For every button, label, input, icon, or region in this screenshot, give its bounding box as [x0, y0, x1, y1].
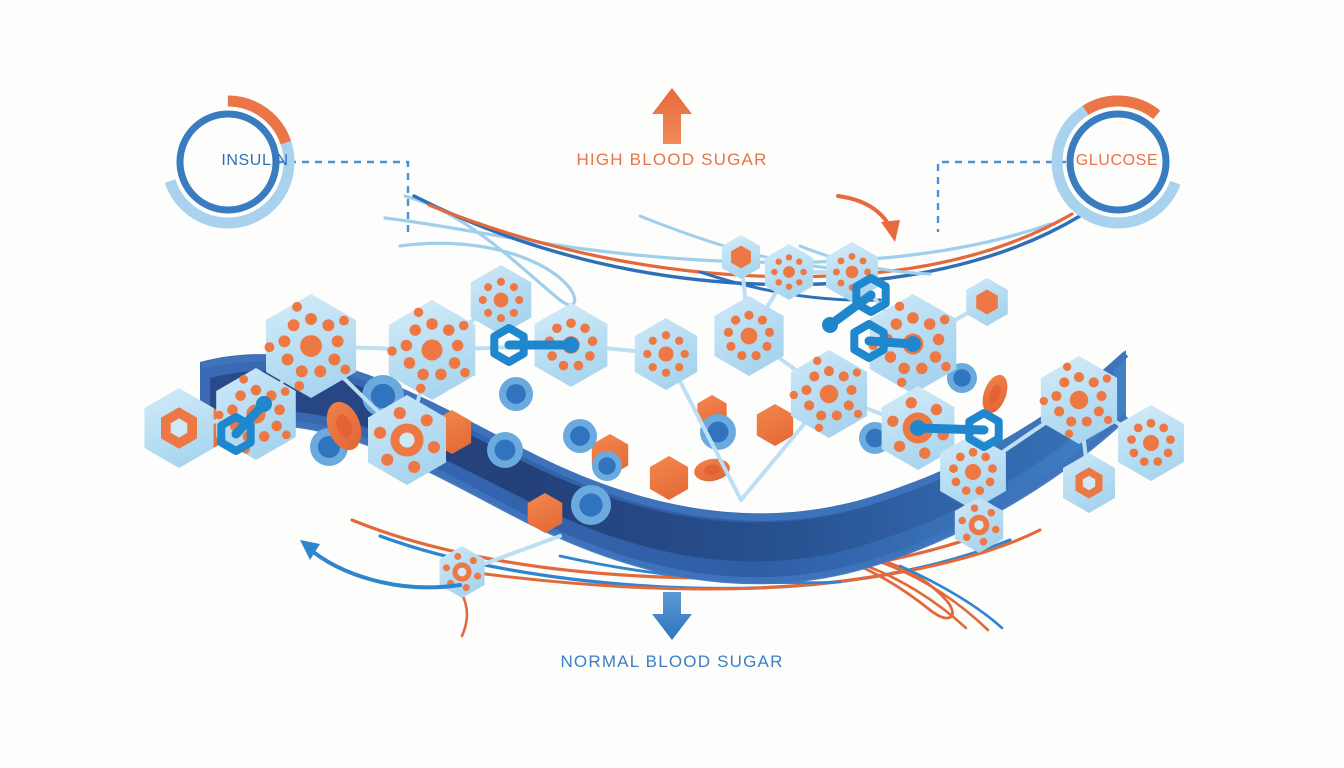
insulin-receptor-key — [822, 274, 890, 333]
insulin-receptor-key — [850, 320, 921, 362]
release-arrow-left — [300, 540, 462, 590]
insulin-badge-label: INSULIN — [221, 152, 289, 169]
cell — [789, 350, 868, 438]
cell — [940, 434, 1006, 510]
blood-vessel — [199, 350, 1129, 585]
insulin-receptor-key — [910, 409, 1003, 451]
cell — [439, 546, 485, 598]
cell — [387, 300, 476, 400]
cell — [368, 395, 446, 485]
insulin-receptor-key — [490, 324, 579, 366]
insulin-receptor-key — [217, 396, 272, 455]
blood-cell — [947, 363, 977, 393]
dashed-connector-glucose — [936, 160, 1066, 232]
cell — [954, 497, 1004, 553]
cell — [714, 296, 784, 376]
badge-insulin[interactable] — [161, 95, 295, 229]
cell — [1039, 356, 1118, 444]
dashed-connector-insulin — [276, 160, 410, 232]
cell — [764, 244, 814, 300]
blood-cell — [487, 432, 523, 468]
cell — [264, 294, 356, 398]
glucose-badge-label: GLUCOSE — [1075, 152, 1159, 169]
glucose-hexagon — [649, 456, 689, 500]
badge-glucose[interactable] — [1034, 78, 1202, 246]
glucose-hexagon — [756, 404, 794, 446]
flow-lines-bottom — [350, 518, 1042, 638]
normal-blood-sugar-label: NORMAL BLOOD SUGAR — [560, 652, 784, 671]
cell — [144, 388, 214, 468]
blood-cell — [592, 451, 622, 481]
red-blood-cell — [326, 401, 362, 451]
uptake-arrow-right — [836, 194, 900, 242]
cell — [1118, 405, 1184, 481]
cell — [966, 278, 1008, 326]
blood-cell — [499, 377, 533, 411]
cell — [470, 265, 532, 335]
cell — [721, 235, 761, 279]
cell — [634, 318, 698, 390]
normal-blood-sugar-arrow — [652, 592, 692, 640]
insulin-receptors-layer — [217, 274, 1003, 455]
glucose-hexagon — [527, 493, 563, 533]
cell — [1063, 453, 1115, 513]
cell — [826, 242, 878, 302]
red-blood-cell — [982, 374, 1008, 414]
blood-cell — [563, 419, 597, 453]
high-blood-sugar-label: HIGH BLOOD SUGAR — [576, 150, 768, 169]
blood-cell — [571, 485, 611, 525]
high-blood-sugar-arrow — [652, 88, 692, 144]
